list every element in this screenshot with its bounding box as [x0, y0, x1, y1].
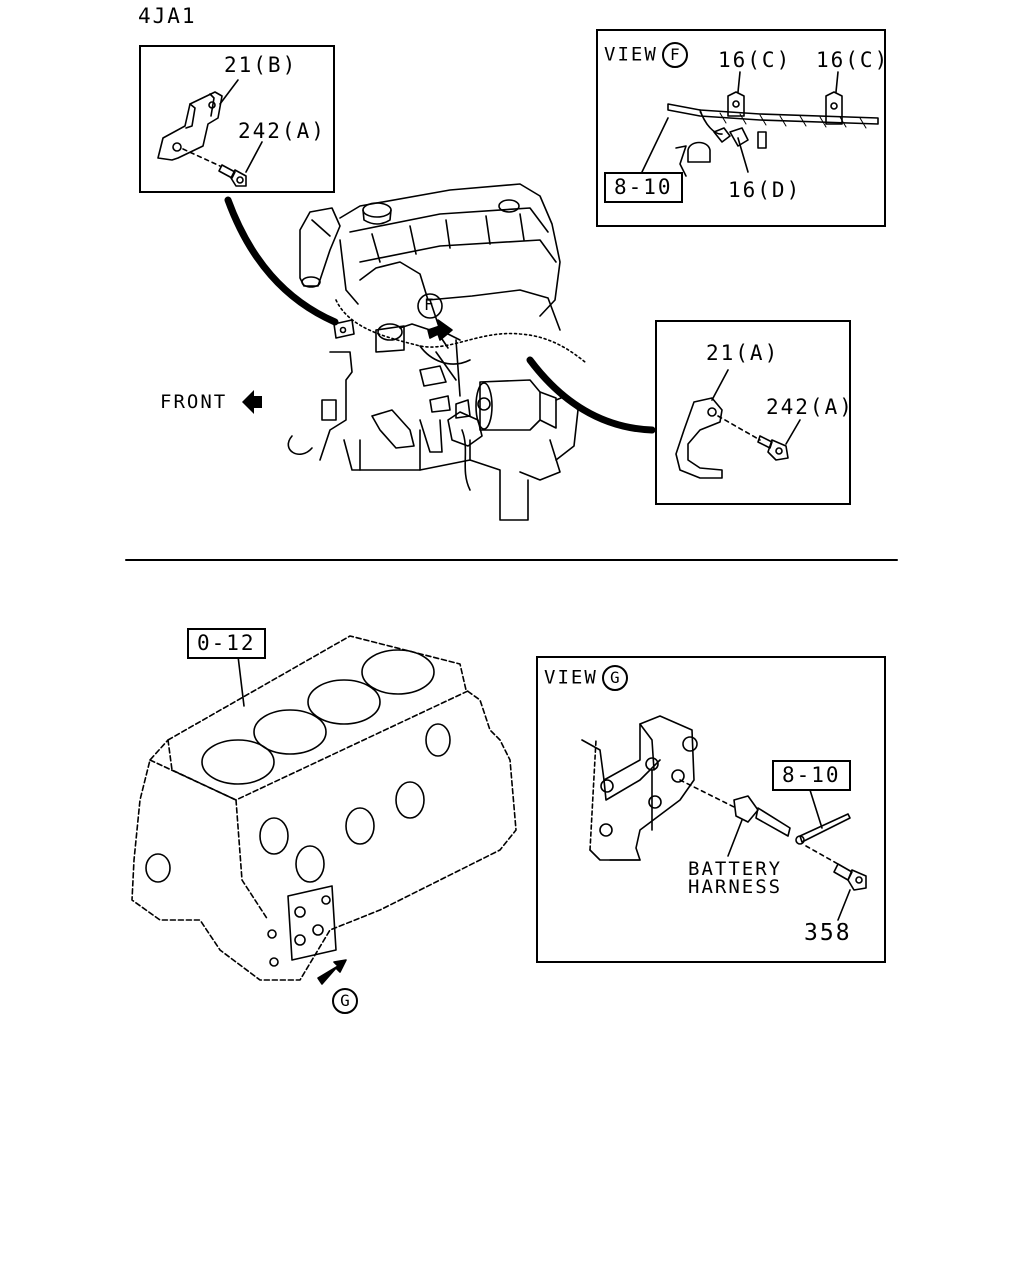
bracket-21a-drawing — [675, 397, 789, 479]
cylinder-block-drawing — [131, 635, 517, 981]
arrow-f — [427, 319, 453, 341]
cylinder-bores — [145, 649, 451, 967]
ref-0-12: 0-12 — [187, 628, 266, 659]
part-16c-label-2: 16(C) — [816, 48, 890, 72]
ref-8-10-view-f: 8-10 — [604, 172, 683, 203]
detail-box-21b — [139, 45, 335, 193]
view-f-letter: F — [661, 42, 688, 68]
arrow-g-marker: G — [332, 988, 358, 1014]
part-242a-label-b: 242(A) — [238, 119, 326, 143]
front-label: FRONT — [160, 391, 228, 413]
view-f-drawing — [641, 91, 879, 177]
ref-8-10-view-g: 8-10 — [772, 760, 851, 791]
part-242a-label-a: 242(A) — [766, 395, 854, 419]
part-358-label: 358 — [804, 920, 852, 946]
engine-drawing — [287, 183, 586, 521]
view-f-prefix: VIEW — [604, 43, 658, 66]
engine-marker-f: F — [424, 295, 434, 314]
detail-box-21a — [655, 320, 851, 505]
view-g-prefix: VIEW — [544, 666, 598, 689]
part-16d-label: 16(D) — [728, 178, 802, 202]
view-g-box — [536, 656, 886, 963]
view-f-box — [596, 29, 886, 227]
view-g-letter: G — [601, 665, 628, 691]
part-16c-label-1: 16(C) — [718, 48, 792, 72]
arrow-g-letter: G — [332, 988, 358, 1014]
view-g-drawing — [581, 715, 867, 921]
arrow-g — [317, 959, 347, 985]
model-label: 4JA1 — [138, 4, 197, 28]
bracket-21b-drawing — [157, 91, 247, 187]
battery-harness-line1: BATTERY — [688, 858, 783, 880]
part-21b-label: 21(B) — [224, 53, 298, 77]
part-21a-label: 21(A) — [706, 341, 780, 365]
battery-harness-line2: HARNESS — [688, 876, 783, 898]
